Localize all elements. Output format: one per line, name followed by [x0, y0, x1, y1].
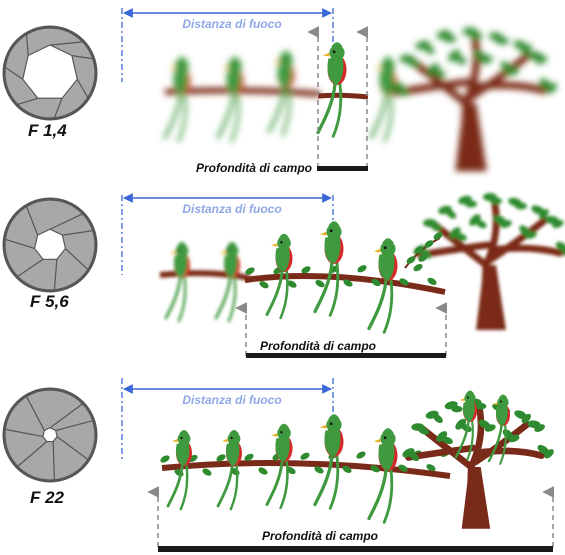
focus-distance-indicator: Distanza di fuoco [121, 378, 334, 460]
quetzal-bird [313, 414, 344, 510]
focus-distance-indicator: Distanza di fuoco [121, 193, 334, 275]
scene-blurred-back [163, 27, 558, 172]
quetzal-bird [316, 42, 347, 138]
quetzal-bird [369, 56, 397, 143]
tree [389, 27, 558, 172]
panel-f1-4: F 1,4 Distanza di fuoco Profondità di ca… [2, 8, 558, 175]
f-number-label: F 1,4 [28, 121, 67, 140]
depth-of-field-label: Profondità di campo [262, 529, 378, 543]
panel-f5-6: F 5,6 Distanza di fuoco Prof [2, 193, 565, 358]
quetzal-bird [216, 430, 242, 511]
iris-blade [25, 199, 84, 237]
scene-sharp [316, 42, 369, 138]
quetzal-bird [214, 242, 240, 323]
aperture-iris-icon [2, 197, 98, 293]
f-number-label: F 22 [30, 488, 65, 507]
panel-f22: F 22 Distanza di fuoco Profondità di cam… [2, 378, 555, 552]
aperture-iris-icon [2, 387, 98, 483]
quetzal-bird [166, 430, 192, 511]
iris-blade [25, 389, 84, 432]
quetzal-bird [367, 428, 398, 524]
leaf-sprig [404, 232, 443, 269]
quetzal-bird [487, 394, 510, 465]
scene-sharp [160, 390, 554, 529]
focus-distance-indicator: Distanza di fuoco [121, 8, 334, 82]
quetzal-bird [164, 242, 190, 323]
tree [402, 398, 554, 529]
quetzal-bird [163, 56, 191, 143]
tree [413, 193, 565, 330]
scene-blurred [159, 242, 251, 323]
focus-distance-label: Distanza di fuoco [182, 17, 281, 31]
scene-sharp [244, 221, 446, 334]
depth-of-field-indicator: Profondità di campo [196, 26, 369, 175]
iris-blade [25, 27, 84, 57]
focus-distance-label: Distanza di fuoco [182, 393, 281, 407]
quetzal-bird [265, 233, 293, 320]
quetzal-bird [216, 56, 244, 143]
quetzal-bird [313, 221, 344, 317]
quetzal-bird [267, 50, 295, 137]
depth-of-field-indicator: Profondità di campo [235, 302, 448, 358]
quetzal-bird [265, 423, 293, 510]
focus-distance-label: Distanza di fuoco [182, 202, 281, 216]
depth-of-field-label: Profondità di campo [260, 339, 376, 353]
quetzal-bird [367, 238, 398, 334]
aperture-iris-icon [2, 25, 98, 121]
f-number-label: F 5,6 [30, 292, 69, 311]
quetzal-bird [454, 390, 477, 461]
depth-of-field-label: Profondità di campo [196, 161, 312, 175]
scene-blurred-tree [413, 193, 565, 330]
depth-of-field-indicator: Profondità di campo [147, 486, 555, 552]
